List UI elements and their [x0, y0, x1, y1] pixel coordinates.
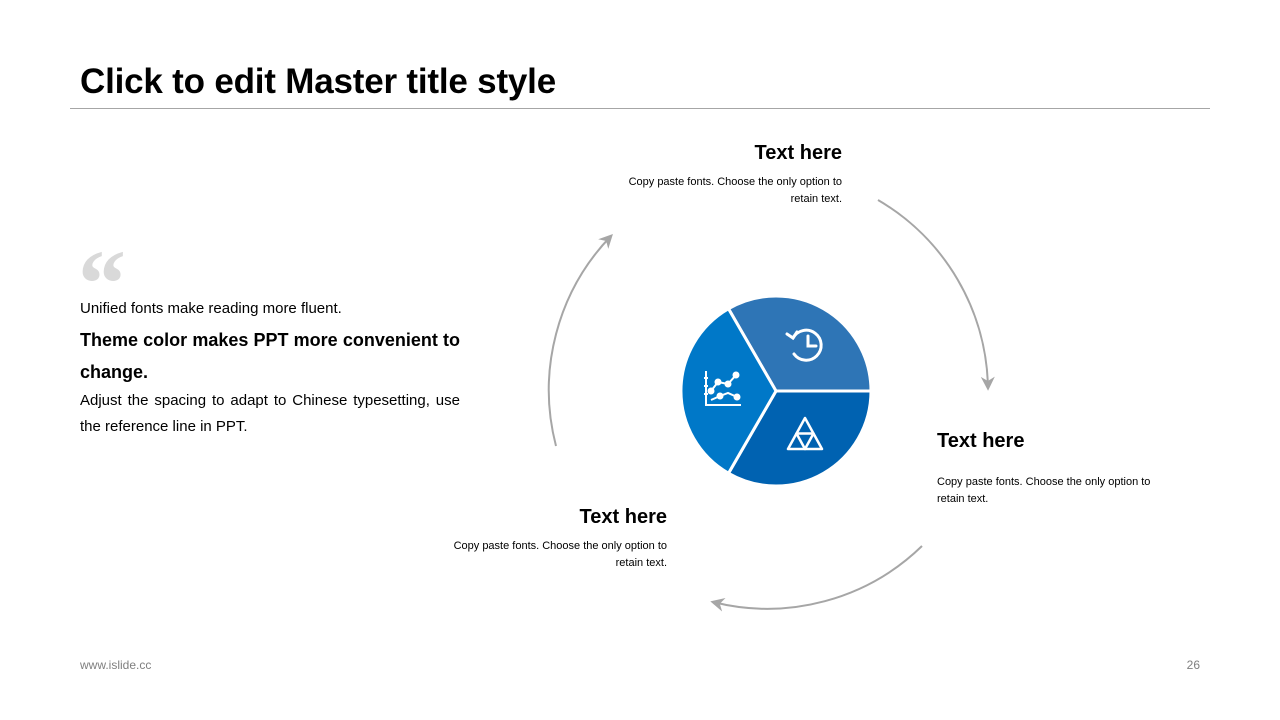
- history-clock-icon: [785, 328, 823, 362]
- cycle-arrow-left: [547, 233, 613, 447]
- callout-top-heading: Text here: [754, 142, 842, 164]
- quote-mark-icon: “: [78, 230, 126, 337]
- quote-line-3: Adjust the spacing to adapt to Chinese t…: [80, 392, 460, 435]
- callout-top-body: Copy paste fonts. Choose the only option…: [628, 176, 842, 205]
- callout-top[interactable]: Text here Copy paste fonts. Choose the o…: [602, 140, 842, 208]
- quote-line-2: Theme color makes PPT more convenient to…: [80, 330, 460, 382]
- slide-title[interactable]: Click to edit Master title style: [80, 62, 556, 101]
- callout-left-body: Copy paste fonts. Choose the only option…: [453, 540, 667, 569]
- cycle-arrow-top-right: [877, 199, 995, 391]
- cycle-pie: [679, 294, 873, 488]
- cycle-arrow-bottom: [710, 545, 923, 612]
- callout-right[interactable]: Text here Copy paste fonts. Choose the o…: [937, 428, 1177, 508]
- page-number: 26: [1186, 658, 1200, 672]
- pie-segment-pyramid[interactable]: [726, 389, 873, 488]
- triangle-pyramid-icon: [786, 416, 824, 451]
- footer-url[interactable]: www.islide.cc: [80, 658, 152, 672]
- callout-right-body: Copy paste fonts. Choose the only option…: [937, 476, 1151, 505]
- title-divider: [70, 108, 1210, 109]
- callout-left-heading: Text here: [579, 506, 667, 528]
- pie-segment-chart[interactable]: [679, 306, 778, 476]
- quote-line-1: Unified fonts make reading more fluent.: [80, 300, 342, 317]
- quote-text-block[interactable]: Unified fonts make reading more fluent. …: [80, 296, 460, 440]
- pie-segment-history[interactable]: [726, 294, 873, 393]
- callout-right-heading: Text here: [937, 430, 1025, 452]
- line-chart-icon: [704, 371, 741, 406]
- callout-left[interactable]: Text here Copy paste fonts. Choose the o…: [427, 504, 667, 572]
